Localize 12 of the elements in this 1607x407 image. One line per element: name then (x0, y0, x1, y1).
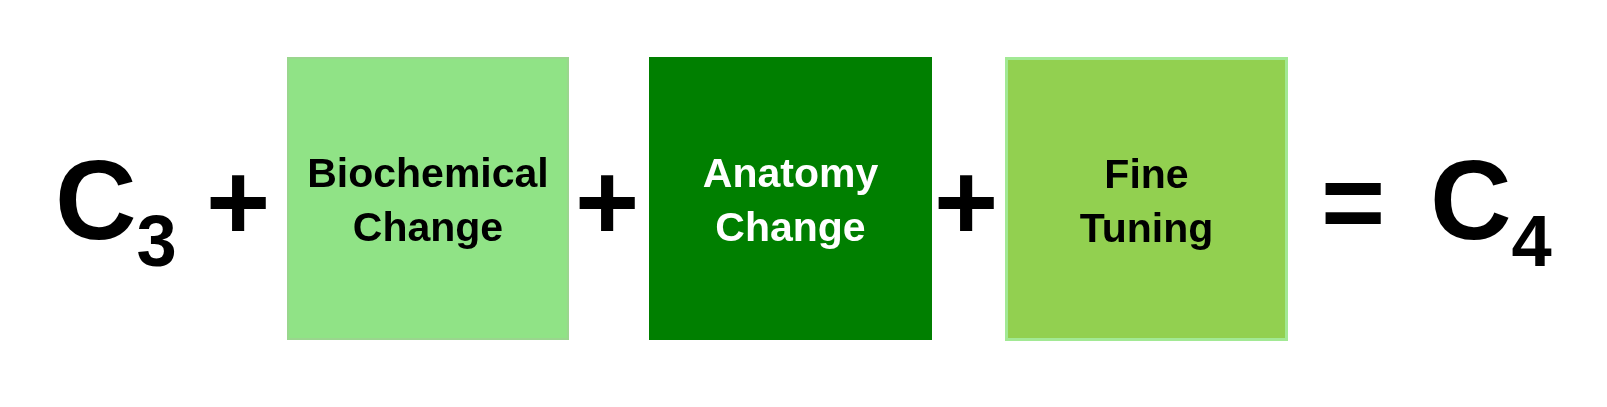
box-label: Anatomy Change (701, 149, 880, 252)
equals-sign: = (1321, 147, 1386, 257)
plus-sign: + (934, 147, 999, 257)
box-label: Fine Tuning (1078, 149, 1215, 253)
formula-text: C$_{3}$ (55, 144, 177, 278)
plus-sign: + (575, 147, 640, 257)
plus-sign: + (206, 147, 271, 257)
formula-text: C$_{4}$ (1430, 144, 1552, 278)
component-box (649, 57, 932, 340)
component-box (287, 57, 569, 340)
box-label: Biochemical Change (306, 149, 550, 252)
component-box (1005, 57, 1288, 341)
